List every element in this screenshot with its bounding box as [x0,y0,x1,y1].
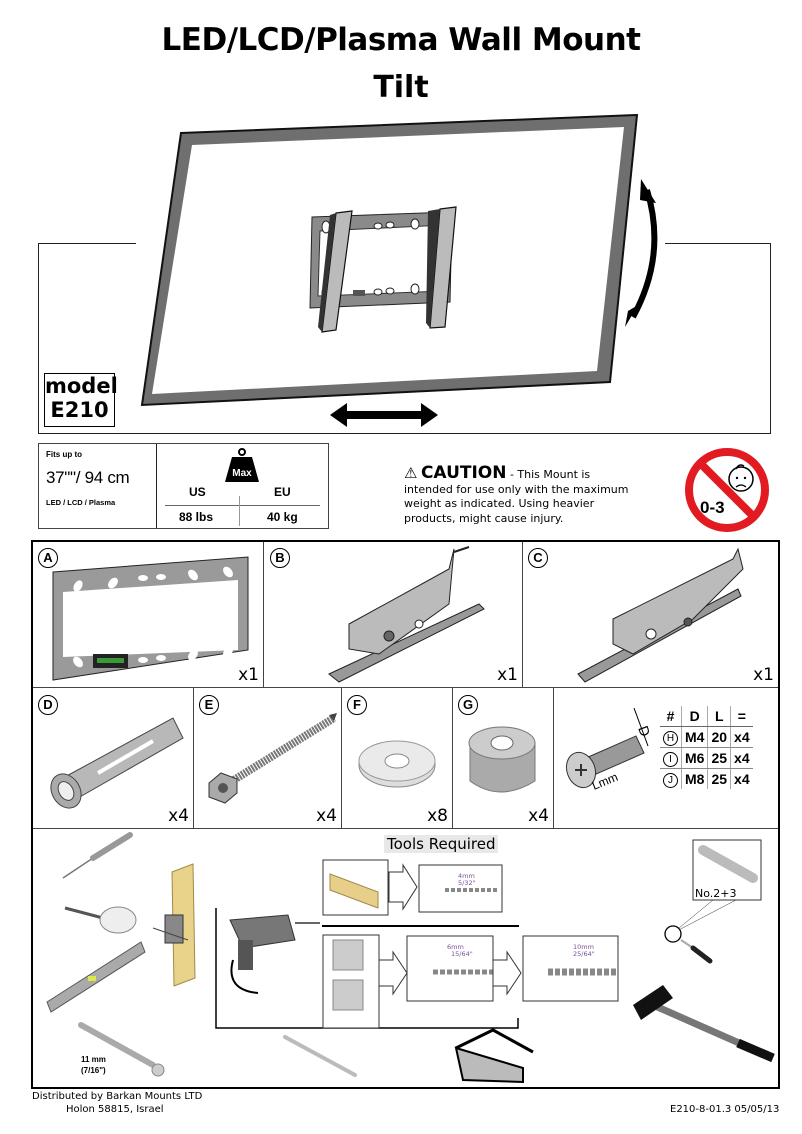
svg-text:0-3: 0-3 [700,498,725,517]
eu-header: EU [274,485,291,499]
part-qty: x4 [528,806,549,826]
table-row: J M8 25 x4 [660,768,753,789]
svg-text:5/32": 5/32" [458,879,476,887]
safety-glasses-icon [454,1028,534,1084]
drill-icon [229,914,320,994]
parts-grid: A x1 B x1 C [31,540,780,1089]
part-cell-c: C x1 [523,542,778,688]
row-badge: I [663,751,678,767]
tilt-arrow-icon [630,189,658,319]
spacer-icon [468,726,536,793]
caution-text: - This Mount is intended for use only wi… [404,468,629,525]
eu-max-weight: 40 kg [267,510,298,524]
tv-mount-illustration [140,113,658,427]
tilt-bracket-left-icon [328,546,485,683]
document-id: E210-8-01.3 05/05/13 [670,1104,780,1115]
part-cell-g: G x4 [453,688,554,829]
lag-bolt-icon [208,713,337,804]
svg-text:D: D [635,724,653,739]
part-cell-f: F x8 [342,688,453,829]
page-subtitle: Tilt [373,70,429,105]
row-badge: H [663,730,678,746]
model-number: E210 [50,398,109,422]
caution-notice: ⚠ CAUTION - This Mount is intended for u… [404,463,634,526]
part-qty: x8 [427,806,448,826]
part-badge: E [199,695,219,715]
page-title: LED/LCD/Plasma Wall Mount [161,22,641,58]
bolt-cell: D Lmm # D L = H M4 20 x4 I M6 25 x4 [554,688,778,829]
us-max-weight: 88 lbs [179,510,214,524]
part-qty: x1 [497,665,518,685]
screwdriver-icon [690,945,713,964]
part-qty: x1 [753,665,774,685]
svg-text:10mm: 10mm [573,943,594,951]
pencil-icon [283,1035,357,1077]
part-cell-b: B x1 [264,542,523,688]
hammer-icon [633,985,775,1063]
spec-box: Fits up to 37""/ 94 cm LED / LCD / Plasm… [38,443,329,529]
screen-size: 37""/ 94 cm [46,468,130,487]
hero-frame-right [665,243,771,434]
tilt-bracket-right-icon [577,547,744,683]
part-badge: A [38,548,58,568]
fits-label: Fits up to [46,450,82,459]
not-for-children-icon: 0-3 [685,448,769,532]
row-badge: J [663,772,678,788]
weight-max-icon: Max [225,448,259,482]
table-row: H M4 20 x4 [660,726,753,748]
bolt-table: # D L = H M4 20 x4 I M6 25 x4 J M8 25 [660,706,753,789]
col-id: # [660,706,682,727]
svg-text:Max: Max [232,468,252,479]
level-icon [46,941,146,1013]
wrench-icon [78,1022,165,1077]
part-badge: B [270,548,290,568]
part-badge: C [528,548,548,568]
wall-anchor-icon [50,717,184,809]
part-qty: x4 [316,806,337,826]
svg-text:(7/16"): (7/16") [81,1066,106,1075]
warning-triangle-icon: ⚠ [404,464,418,482]
us-header: US [189,485,206,499]
svg-text:4mm: 4mm [458,872,475,880]
col-length: L [707,706,731,727]
part-qty: x4 [168,806,189,826]
machine-bolt-icon: D Lmm [565,707,654,793]
svg-text:15/64": 15/64" [451,950,473,958]
hero-frame-bottom [38,433,771,434]
svg-text:6mm: 6mm [447,943,464,951]
wall-plate-icon [52,556,249,681]
part-cell-e: E x4 [194,688,342,829]
part-cell-d: D x4 [33,688,194,829]
part-cell-a: A x1 [33,542,264,688]
svg-text:25/64": 25/64" [573,950,595,958]
part-badge: G [458,695,478,715]
tools-illustration: 4mm 5/32" 6mm 15/64" 10mm 25/64" No.2+3 … [46,832,775,1084]
part-badge: F [347,695,367,715]
part-badge: D [38,695,58,715]
distributor-address: Holon 58815, Israel [66,1104,164,1115]
svg-text:No.2+3: No.2+3 [695,887,736,900]
horizontal-shift-arrow-icon [330,403,438,427]
caution-heading: CAUTION [420,463,507,483]
awl-icon [62,832,133,879]
svg-text:11 mm: 11 mm [81,1055,106,1064]
distributor-name: Distributed by Barkan Mounts LTD [32,1091,203,1102]
col-qty: = [730,706,753,727]
table-row: I M6 25 x4 [660,747,753,769]
mount-on-tv-icon [309,206,457,333]
stud-finder-icon [152,863,196,987]
display-types: LED / LCD / Plasma [46,498,116,507]
col-diameter: D [680,706,708,727]
washer-icon [358,740,436,788]
model-label: model [45,374,118,398]
tools-title: Tools Required [384,835,499,853]
tape-measure-icon [64,906,137,934]
masonry-bit-6mm-icon [406,935,494,1002]
model-badge: model E210 [44,373,118,427]
part-qty: x1 [238,665,259,685]
